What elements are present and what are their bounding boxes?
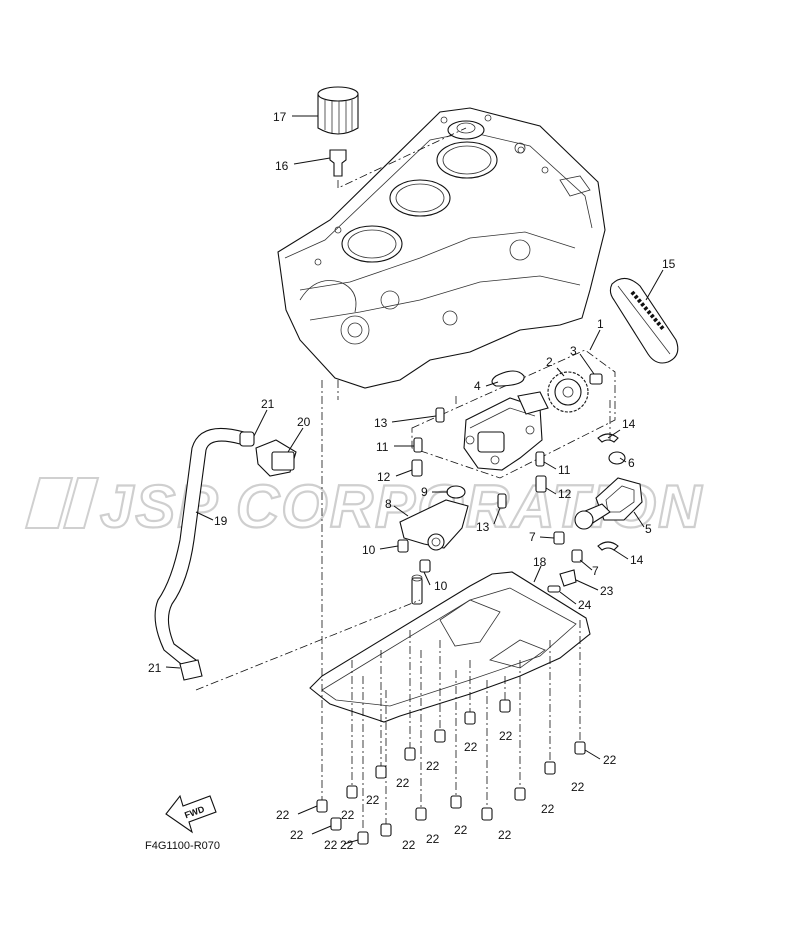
oil-filter-fitting bbox=[329, 149, 347, 177]
callout-11-left: 11 bbox=[376, 440, 389, 454]
callout-22-g: 22 bbox=[426, 759, 440, 773]
callout-22-a: 22 bbox=[276, 808, 290, 822]
dowel-pin-left bbox=[413, 437, 423, 453]
bolt-13-top bbox=[435, 407, 445, 423]
callout-1: 1 bbox=[597, 317, 604, 331]
callout-22-l: 22 bbox=[454, 823, 468, 837]
oil-strainer bbox=[574, 477, 643, 530]
callout-13-bottom: 13 bbox=[476, 520, 490, 534]
callouts: 17 16 15 1 2 3 4 13 14 6 21 20 11 11 12 … bbox=[148, 110, 676, 852]
oil-pump-chain bbox=[609, 277, 679, 364]
leader-filter bbox=[337, 127, 467, 189]
oil-pump-body bbox=[463, 391, 549, 471]
dowel-pin-right bbox=[535, 451, 545, 467]
callout-22-j: 22 bbox=[402, 838, 416, 852]
collar-14-bottom bbox=[597, 541, 619, 551]
oil-pipe-left bbox=[399, 499, 469, 551]
callout-22-p: 22 bbox=[603, 753, 617, 767]
callout-7-top: 7 bbox=[529, 530, 536, 544]
callout-8: 8 bbox=[385, 497, 392, 511]
drain-plug bbox=[547, 569, 577, 593]
sprocket-bolt bbox=[589, 373, 603, 385]
callout-5: 5 bbox=[645, 522, 652, 536]
oil-pump-sprocket bbox=[547, 371, 589, 413]
bolt-12-left bbox=[411, 459, 423, 477]
ring-6 bbox=[608, 451, 626, 465]
callout-22-o: 22 bbox=[571, 780, 585, 794]
callout-22-k: 22 bbox=[426, 832, 440, 846]
callout-leaders bbox=[165, 115, 664, 845]
bolt-12-right bbox=[535, 475, 547, 493]
callout-22-d: 22 bbox=[341, 808, 355, 822]
callout-16: 16 bbox=[275, 159, 289, 173]
diagram-code: F4G1100-R070 bbox=[145, 840, 220, 852]
callout-19: 19 bbox=[214, 514, 228, 528]
gasket bbox=[491, 370, 525, 387]
leader-lines bbox=[195, 380, 611, 830]
callout-14-top: 14 bbox=[622, 417, 636, 431]
bolt-7-top bbox=[553, 531, 565, 545]
oil-filter bbox=[317, 86, 359, 135]
callout-6: 6 bbox=[628, 456, 635, 470]
callout-24: 24 bbox=[578, 598, 592, 612]
callout-22-h: 22 bbox=[464, 740, 478, 754]
bolt-10-top bbox=[397, 539, 409, 553]
callout-17: 17 bbox=[273, 110, 287, 124]
o-ring-9 bbox=[446, 485, 466, 499]
callout-9: 9 bbox=[421, 485, 428, 499]
callout-13-top: 13 bbox=[374, 416, 388, 430]
callout-10-bottom: 10 bbox=[434, 579, 448, 593]
crankcase-block bbox=[277, 107, 606, 389]
hose-clamp-bottom bbox=[179, 659, 203, 681]
callout-10-top: 10 bbox=[362, 543, 376, 557]
callout-23: 23 bbox=[600, 584, 614, 598]
callout-22-b: 22 bbox=[290, 828, 304, 842]
callout-22-e: 22 bbox=[366, 793, 380, 807]
assembly-outline bbox=[411, 349, 616, 479]
callout-21-top: 21 bbox=[261, 397, 275, 411]
callout-3: 3 bbox=[570, 344, 577, 358]
callout-22-n: 22 bbox=[541, 802, 555, 816]
callout-12-right: 12 bbox=[558, 487, 572, 501]
callout-22-i: 22 bbox=[499, 729, 513, 743]
fwd-arrow-icon: FWD bbox=[165, 794, 217, 834]
callout-18: 18 bbox=[533, 555, 547, 569]
callout-22-f: 22 bbox=[396, 776, 410, 790]
bolt-7-bottom bbox=[571, 549, 583, 563]
callout-12-left: 12 bbox=[377, 470, 391, 484]
callout-11-right: 11 bbox=[558, 463, 571, 477]
pan-bolts bbox=[316, 699, 586, 845]
callout-22-c: 22 bbox=[324, 838, 338, 852]
callout-15: 15 bbox=[662, 257, 676, 271]
callout-7-bottom: 7 bbox=[592, 564, 599, 578]
callout-22-m: 22 bbox=[498, 828, 512, 842]
hose-clamp-top bbox=[239, 431, 255, 447]
callout-2: 2 bbox=[546, 355, 553, 369]
callout-4: 4 bbox=[474, 379, 481, 393]
bolt-10-bottom bbox=[419, 559, 431, 573]
callout-14-bottom: 14 bbox=[630, 553, 644, 567]
breather-hose bbox=[154, 427, 245, 669]
callout-20: 20 bbox=[297, 415, 311, 429]
callout-21-bottom: 21 bbox=[148, 661, 162, 675]
oil-pan bbox=[309, 571, 591, 723]
callout-22-q: 22 bbox=[340, 838, 354, 852]
breather-fitting bbox=[255, 439, 297, 477]
bolt-13-bottom bbox=[497, 493, 507, 509]
